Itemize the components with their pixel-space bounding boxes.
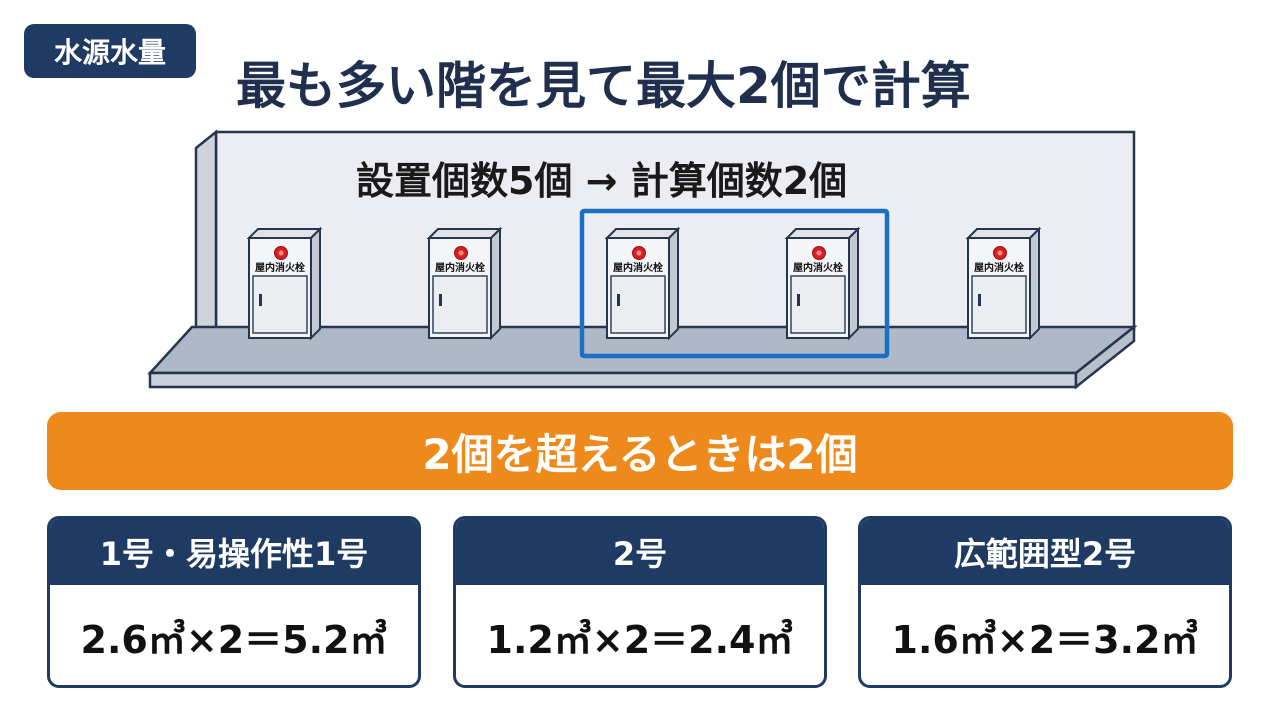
card-type1-header: 1号・易操作性1号 — [50, 519, 418, 585]
card-wide-type2: 広範囲型2号 1.6㎥×2＝3.2㎥ — [858, 516, 1232, 688]
page-title: 最も多い階を見て最大2個で計算 — [236, 57, 971, 115]
rule-banner-text: 2個を超えるときは2個 — [422, 429, 858, 479]
door-handle — [439, 294, 442, 306]
card-type2-formula: 1.2㎥×2＝2.4㎥ — [486, 618, 794, 662]
card-wide-type2-formula: 1.6㎥×2＝3.2㎥ — [891, 618, 1199, 662]
alarm-light-glare — [278, 250, 284, 256]
card-type1-formula: 2.6㎥×2＝5.2㎥ — [80, 618, 388, 662]
alarm-light-glare — [458, 250, 464, 256]
door-handle — [797, 294, 800, 306]
card-type2-header: 2号 — [456, 519, 824, 585]
cabinet-label: 屋内消火栓 — [793, 261, 843, 274]
section-tag-label: 水源水量 — [53, 36, 166, 69]
calculation-highlight-box — [579, 208, 890, 359]
hydrant-cabinet: 屋内消火栓 — [965, 226, 1042, 341]
scene-caption: 設置個数5個 → 計算個数2個 — [356, 159, 848, 203]
alarm-light-glare — [997, 250, 1003, 256]
door-handle — [978, 294, 981, 306]
card-wide-type2-header: 広範囲型2号 — [861, 519, 1229, 585]
floor-edge-side — [1074, 324, 1136, 390]
hydrant-cabinets: 屋内消火栓 屋内消火栓 屋内消火栓 屋内消火栓 屋内消火栓 — [246, 226, 1042, 341]
cabinet-label: 屋内消火栓 — [255, 261, 305, 274]
hydrant-cabinet: 屋内消火栓 — [784, 226, 861, 341]
section-tag: 水源水量 — [24, 24, 196, 78]
hydrant-cabinet: 屋内消火栓 — [246, 226, 323, 341]
cabinet-label: 屋内消火栓 — [613, 261, 663, 274]
side-wall — [194, 129, 218, 354]
floor-edge — [148, 371, 1078, 389]
door-handle — [259, 294, 262, 306]
hydrant-cabinet: 屋内消火栓 — [426, 226, 503, 341]
cabinet-label: 屋内消火栓 — [974, 261, 1024, 274]
card-type2: 2号 1.2㎥×2＝2.4㎥ — [453, 516, 827, 688]
door-handle — [617, 294, 620, 306]
card-type1: 1号・易操作性1号 2.6㎥×2＝5.2㎥ — [47, 516, 421, 688]
alarm-light-glare — [816, 250, 822, 256]
floor-scene: 屋内消火栓 屋内消火栓 屋内消火栓 屋内消火栓 屋内消火栓 — [147, 129, 1138, 390]
cabinet-label: 屋内消火栓 — [435, 261, 485, 274]
hydrant-cabinet: 屋内消火栓 — [604, 226, 681, 341]
rule-banner: 2個を超えるときは2個 — [47, 412, 1233, 490]
alarm-light-glare — [636, 250, 642, 256]
